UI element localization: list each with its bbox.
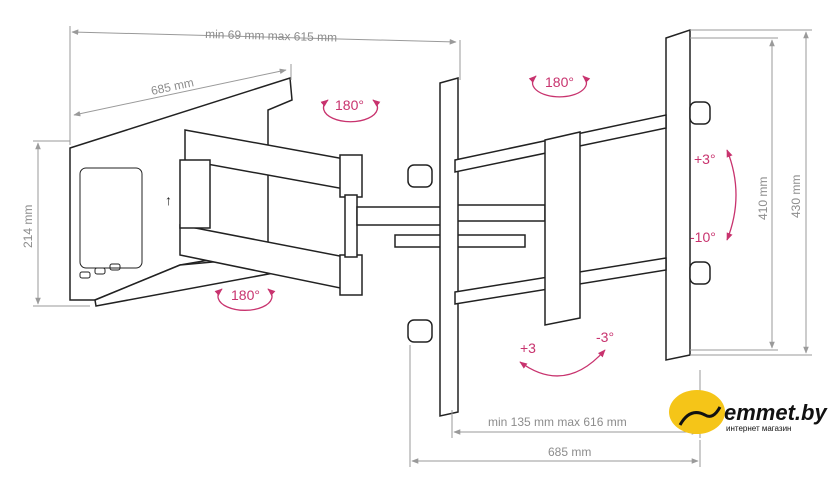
emmet-logo: emmet.by интернет магазин (669, 390, 828, 434)
swing-arms (179, 129, 546, 296)
dim-430: 430 mm (789, 175, 803, 218)
dim-410: 410 mm (756, 177, 770, 220)
dim-top-width: min 69 mm max 615 mm (205, 27, 337, 44)
rotation-swivel-top-right: 180° (545, 74, 574, 90)
tv-brackets (407, 28, 711, 417)
rotation-level-minus: -3° (596, 329, 614, 345)
logo-tagline: интернет магазин (726, 424, 791, 433)
dim-bottom-width: 685 mm (548, 445, 591, 459)
rotation-swivel-top-left: 180° (335, 97, 364, 113)
dim-plate-height: 214 mm (21, 205, 35, 248)
rotation-level-plus: +3 (520, 340, 536, 356)
logo-name: emmet.by (724, 400, 828, 425)
rotation-tilt-up: +3° (694, 151, 716, 167)
dim-extension: min 135 mm max 616 mm (488, 415, 627, 429)
rotation-swivel-bottom: 180° (231, 287, 260, 303)
up-arrow-icon: ↑ (165, 192, 172, 208)
rotation-tilt-down: -10° (690, 229, 716, 245)
